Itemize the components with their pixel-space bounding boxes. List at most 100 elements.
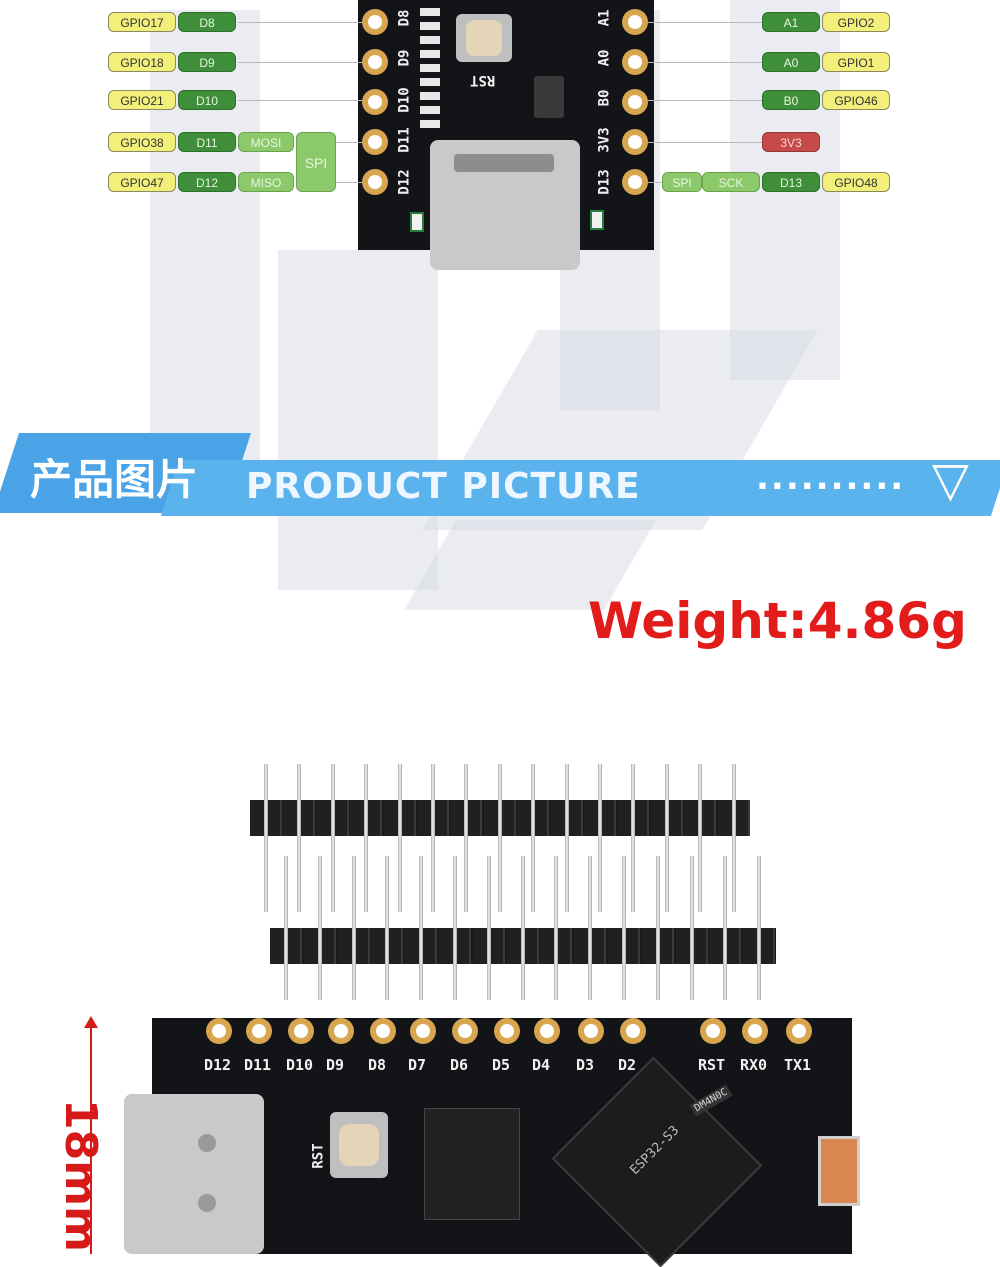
header-pin — [664, 764, 669, 912]
pin-leader-line — [648, 62, 762, 63]
banner-en-text: PRODUCT PICTURE — [246, 466, 641, 507]
header-pin — [531, 764, 536, 912]
bottom-pin-label: D3 — [576, 1056, 595, 1074]
digital-pin-label: D13 — [762, 172, 820, 192]
watermark-bar-2 — [278, 250, 438, 590]
header-pin — [622, 856, 626, 1000]
pin-leader-line — [648, 100, 762, 101]
digital-pin-label: D8 — [178, 12, 236, 32]
pin-leader-line — [648, 182, 662, 183]
analog-pin-label: A0 — [762, 52, 820, 72]
header-pin — [431, 764, 435, 912]
rst-label-bottom: RST — [310, 1143, 327, 1169]
ic-chip — [534, 76, 564, 118]
bottom-pad — [620, 1018, 646, 1044]
spi-sck-label: SCK — [702, 172, 760, 192]
silk-label: D12 — [396, 169, 413, 195]
battery-connector — [818, 1136, 860, 1206]
gpio-label: GPIO18 — [108, 52, 176, 72]
gpio-label: GPIO21 — [108, 90, 176, 110]
watermark-bar-1 — [150, 10, 260, 490]
dimension-arrow-icon — [90, 1024, 92, 1254]
silk-label: B0 — [596, 89, 613, 107]
bottom-pad — [370, 1018, 396, 1044]
bottom-pin-label: RX0 — [740, 1056, 768, 1074]
header-pin — [698, 764, 703, 912]
bottom-pad — [328, 1018, 354, 1044]
gpio-label: GPIO46 — [822, 90, 890, 110]
header-pin — [588, 856, 593, 1000]
chip-text: ESP32-S3 — [627, 1123, 683, 1178]
pad — [622, 169, 648, 195]
header-pin — [520, 856, 525, 1000]
pin-leader-line — [238, 62, 362, 63]
dimension-arrow-head-icon — [84, 1016, 98, 1028]
pad — [362, 9, 388, 35]
pin-leader-line — [238, 100, 362, 101]
bottom-pad — [534, 1018, 560, 1044]
digital-pin-label: D10 — [178, 90, 236, 110]
bottom-pin-label: D7 — [408, 1056, 427, 1074]
bottom-pin-label: D5 — [492, 1056, 511, 1074]
digital-pin-label: D12 — [178, 172, 236, 192]
header-pin — [385, 856, 390, 1000]
pad-grid — [420, 8, 440, 128]
analog-pin-label: A1 — [762, 12, 820, 32]
digital-pin-label: D9 — [178, 52, 236, 72]
bottom-pad — [742, 1018, 768, 1044]
pad — [622, 9, 648, 35]
header-pin — [554, 856, 559, 1000]
bottom-pad — [578, 1018, 604, 1044]
gpio-label: GPIO48 — [822, 172, 890, 192]
header-pin — [351, 856, 356, 1000]
pad — [362, 169, 388, 195]
pin-leader-line — [336, 182, 362, 183]
bottom-pad — [786, 1018, 812, 1044]
bottom-pin-label: D6 — [450, 1056, 469, 1074]
bottom-pad — [452, 1018, 478, 1044]
usb-c-connector — [430, 140, 580, 270]
led — [410, 212, 424, 232]
silk-label: D8 — [396, 9, 413, 27]
gpio-label: GPIO17 — [108, 12, 176, 32]
spi-group-label: SPI — [662, 172, 702, 192]
bottom-pad — [206, 1018, 232, 1044]
bottom-pin-label: D9 — [326, 1056, 345, 1074]
bottom-pin-label: TX1 — [784, 1056, 812, 1074]
bottom-pin-label: RST — [698, 1056, 726, 1074]
gpio-label: GPIO38 — [108, 132, 176, 152]
reset-button — [456, 14, 512, 62]
header-pin — [284, 856, 288, 1000]
header-pin — [464, 764, 469, 912]
header-pin — [598, 764, 602, 912]
banner-dots: .......... — [756, 458, 906, 498]
flash-chip — [424, 1108, 520, 1220]
bottom-pad — [246, 1018, 272, 1044]
bottom-pad — [288, 1018, 314, 1044]
header-pin — [731, 764, 736, 912]
silk-label: D11 — [396, 127, 413, 153]
header-pin — [297, 764, 302, 912]
pad — [362, 49, 388, 75]
header-pin — [486, 856, 491, 1000]
pad — [622, 49, 648, 75]
bottom-pin-label: D2 — [618, 1056, 637, 1074]
led — [590, 210, 604, 230]
weight-label: Weight:4.86g — [588, 592, 967, 650]
pin-leader-line — [648, 142, 762, 143]
digital-pin-label: D11 — [178, 132, 236, 152]
header-pin — [397, 764, 402, 912]
pin-leader-line — [336, 142, 362, 143]
analog-pin-label: B0 — [762, 90, 820, 110]
pin-leader-line — [648, 22, 762, 23]
header-pin — [757, 856, 762, 1000]
gpio-label: GPIO1 — [822, 52, 890, 72]
pad — [622, 89, 648, 115]
spi-group-label: SPI — [296, 132, 336, 192]
silk-label: D9 — [396, 49, 413, 67]
header-pin — [317, 856, 322, 1000]
pad — [362, 89, 388, 115]
bottom-pad — [700, 1018, 726, 1044]
header-pin — [497, 764, 502, 912]
header-pin — [689, 856, 694, 1000]
